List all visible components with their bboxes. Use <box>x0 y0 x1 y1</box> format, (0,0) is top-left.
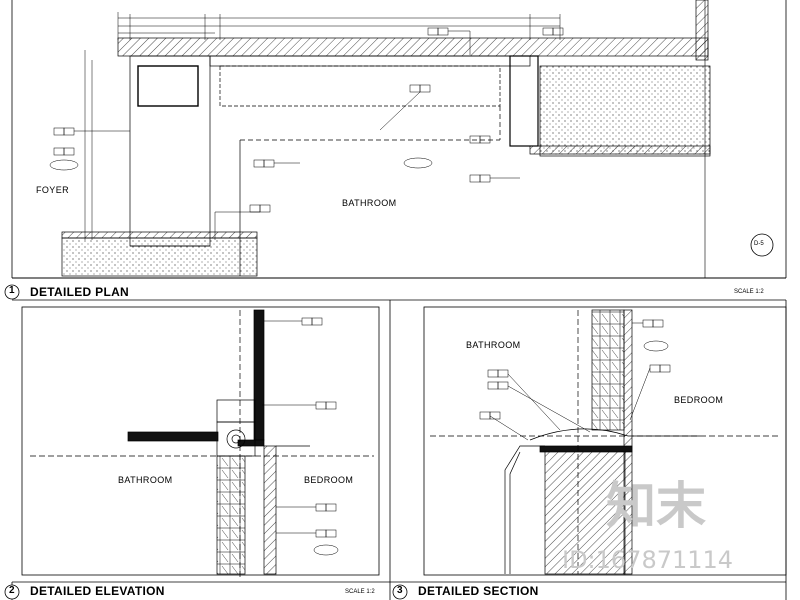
room-label-foyer: FOYER <box>36 185 70 195</box>
watermark-id: ID:167871114 <box>562 546 734 574</box>
watermark-logo: 知末 <box>606 477 706 535</box>
plan-title: DETAILED PLAN <box>30 285 130 299</box>
section-marker <box>750 233 774 257</box>
section-title: DETAILED SECTION <box>418 584 539 598</box>
elevation-title: DETAILED ELEVATION <box>30 584 165 598</box>
section-marker-label: D-5 <box>754 241 764 247</box>
elevation-drawing <box>30 309 374 580</box>
plan-callouts <box>49 27 564 240</box>
section-drawing <box>430 309 780 575</box>
room-label-bedroom-section: BEDROOM <box>674 395 724 405</box>
plan-dimensions <box>84 12 561 240</box>
section-frame <box>389 300 787 600</box>
room-label-bathroom-elevation: BATHROOM <box>118 475 173 485</box>
elevation-scale: SCALE 1:2 <box>345 589 375 595</box>
section-number: 3 <box>397 585 403 596</box>
elevation-callouts <box>262 317 339 556</box>
room-label-bedroom-elevation: BEDROOM <box>304 475 354 485</box>
elevation-frame <box>11 306 390 600</box>
room-label-bathroom-section: BATHROOM <box>466 340 521 350</box>
plan-number: 1 <box>9 285 15 296</box>
plan-walls <box>61 0 711 277</box>
panel-number-circles <box>4 284 408 600</box>
room-label-bathroom-plan: BATHROOM <box>342 198 397 208</box>
elevation-number: 2 <box>9 585 15 596</box>
plan-scale: SCALE 1:2 <box>734 289 764 295</box>
section-callouts <box>479 319 671 441</box>
